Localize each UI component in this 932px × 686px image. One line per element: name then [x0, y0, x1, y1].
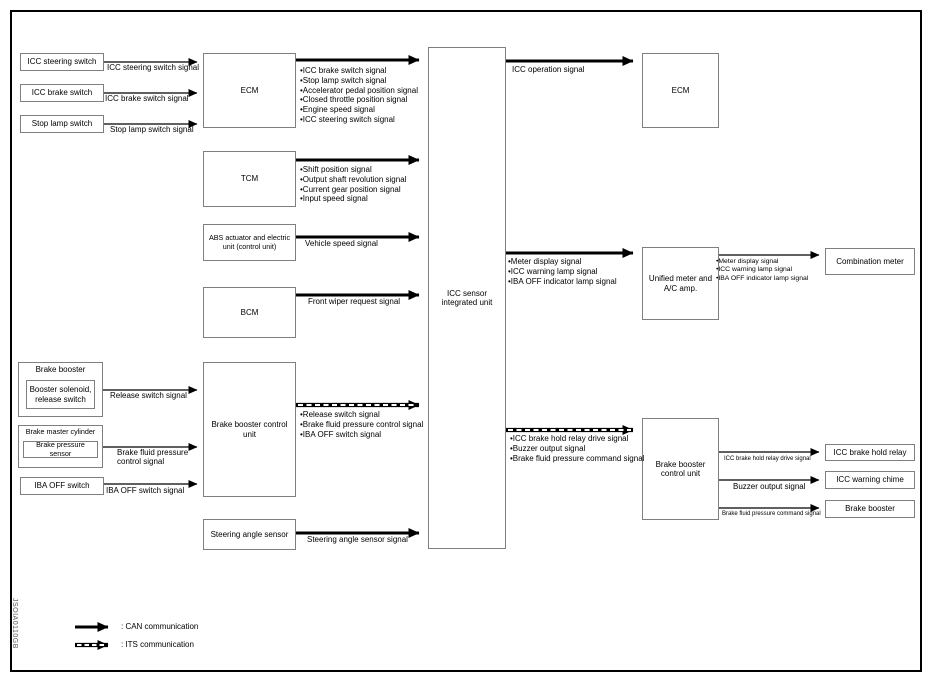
node-icc-sensor-integrated-unit: ICC sensor integrated unit [428, 47, 506, 549]
node-label: Unified meter and A/C amp. [648, 274, 713, 293]
node-label: Brake booster control unit [211, 420, 288, 439]
node-brake-booster-control-unit-right: Brake booster control unit [642, 418, 719, 520]
node-label: Steering angle sensor [210, 529, 289, 539]
node-icc-warning-chime: ICC warning chime [825, 471, 915, 489]
signal-list-meter-to-combination: •Meter display signal •ICC warning lamp … [716, 258, 809, 282]
node-label: ICC brake switch [31, 88, 93, 98]
signal-vehicle-speed: Vehicle speed signal [305, 239, 378, 248]
legend-can-label: : CAN communication [121, 622, 199, 631]
node-booster-solenoid-release-switch: Booster solenoid, release switch [26, 380, 95, 409]
node-brake-booster-control-unit-left: Brake booster control unit [203, 362, 296, 497]
signal-release-switch: Release switch signal [110, 391, 187, 400]
signal-list-bbcu-to-icc: •Release switch signal •Brake fluid pres… [300, 410, 424, 439]
node-stop-lamp-switch: Stop lamp switch [20, 115, 104, 133]
node-steering-angle-sensor: Steering angle sensor [203, 519, 296, 550]
figure-code: JSOIA0110GB [11, 598, 18, 649]
node-unified-meter-ac-amp: Unified meter and A/C amp. [642, 247, 719, 320]
node-label: ICC brake hold relay [833, 447, 907, 457]
node-brake-booster-right: Brake booster [825, 500, 915, 518]
node-label: Brake master cylinder [25, 427, 96, 436]
node-label: Brake booster [35, 365, 86, 374]
node-ecm-right: ECM [642, 53, 719, 128]
node-label: BCM [240, 307, 259, 317]
node-iba-off-switch: IBA OFF switch [20, 477, 104, 495]
legend-its-label: : ITS communication [121, 640, 194, 649]
node-label: ECM [671, 85, 690, 95]
signal-list-icc-to-bbcu: •ICC brake hold relay drive signal •Buzz… [510, 434, 645, 463]
node-abs-actuator-unit: ABS actuator and electric unit (control … [203, 224, 296, 261]
node-combination-meter: Combination meter [825, 248, 915, 275]
node-label: Combination meter [836, 256, 904, 266]
signal-icc-brake-hold-relay-drive: ICC brake hold relay drive signal [724, 456, 811, 462]
node-icc-brake-switch: ICC brake switch [20, 84, 104, 102]
node-label: TCM [240, 174, 259, 184]
signal-buzzer-output: Buzzer output signal [733, 482, 806, 491]
node-label: ICC sensor integrated unit [441, 288, 493, 307]
signal-brake-fluid-pressure-control: Brake fluid pressure control signal [117, 448, 189, 466]
diagram-frame [10, 10, 922, 672]
signal-list-ecm-to-icc: •ICC brake switch signal •Stop lamp swit… [300, 66, 418, 124]
node-tcm: TCM [203, 151, 296, 207]
signal-list-icc-to-meter: •Meter display signal •ICC warning lamp … [508, 257, 617, 286]
node-label: Booster solenoid, release switch [29, 385, 92, 404]
signal-icc-steering-switch: ICC steering switch signal [107, 63, 200, 72]
node-bcm: BCM [203, 287, 296, 338]
node-label: Brake booster control unit [655, 459, 706, 478]
node-label: IBA OFF switch [34, 481, 90, 491]
signal-icc-operation: ICC operation signal [512, 65, 585, 74]
signal-stop-lamp-switch: Stop lamp switch signal [110, 125, 194, 134]
node-label: Brake booster [845, 504, 895, 514]
signal-steering-angle-sensor: Steering angle sensor signal [307, 535, 408, 544]
signal-icc-brake-switch: ICC brake switch signal [105, 94, 189, 103]
signal-iba-off-switch: IBA OFF switch signal [106, 486, 185, 495]
node-label: ABS actuator and electric unit (control … [208, 233, 291, 251]
node-label: ICC warning chime [836, 475, 904, 485]
signal-list-tcm-to-icc: •Shift position signal •Output shaft rev… [300, 165, 407, 204]
node-icc-brake-hold-relay: ICC brake hold relay [825, 444, 915, 461]
node-label: ECM [240, 85, 259, 95]
node-icc-steering-switch: ICC steering switch [20, 53, 104, 71]
signal-front-wiper-request: Front wiper request signal [308, 297, 401, 306]
node-ecm-left: ECM [203, 53, 296, 128]
node-brake-pressure-sensor: Brake pressure sensor [23, 440, 98, 458]
node-label: Brake pressure sensor [36, 440, 85, 458]
signal-brake-fluid-pressure-command: Brake fluid pressure command signal [722, 511, 821, 517]
node-label: ICC steering switch [27, 57, 97, 67]
node-label: Stop lamp switch [31, 119, 93, 129]
